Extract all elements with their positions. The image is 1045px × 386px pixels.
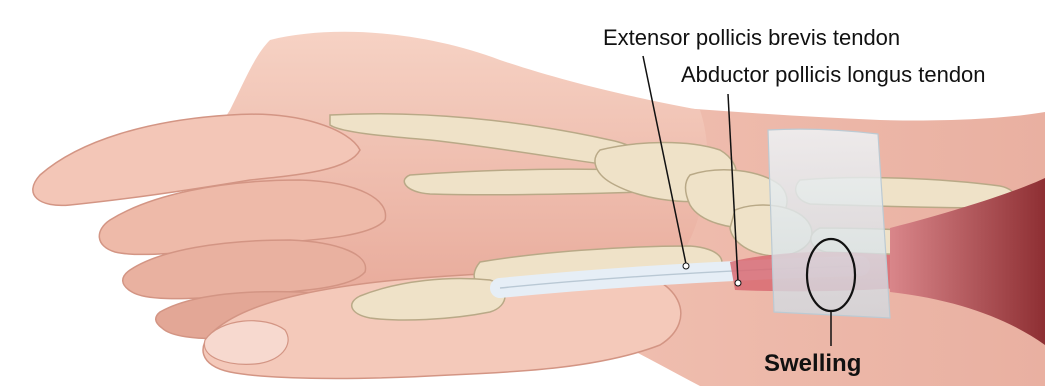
label-swelling: Swelling [764, 352, 861, 376]
epb-leader-dot [683, 263, 689, 269]
apl-leader-dot [735, 280, 741, 286]
label-extensor-pollicis-brevis: Extensor pollicis brevis tendon [603, 27, 900, 49]
label-abductor-pollicis-longus: Abductor pollicis longus tendon [681, 64, 986, 86]
extensor-retinaculum [768, 129, 890, 318]
